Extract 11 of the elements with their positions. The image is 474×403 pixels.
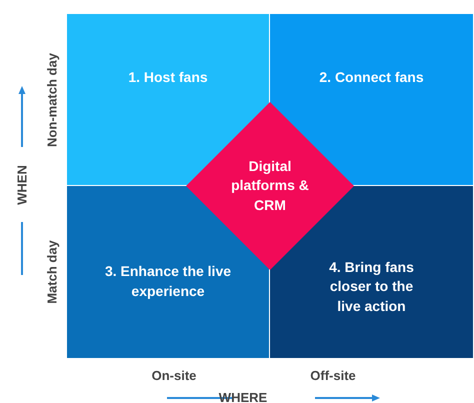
axis-label: On-site xyxy=(152,368,196,383)
axis-label: Match day xyxy=(44,240,60,304)
axis-title: WHERE xyxy=(218,390,268,403)
quadrant-title: 3. Enhance the live experience xyxy=(104,262,232,301)
quadrant-title: Digital platforms & CRM xyxy=(230,156,310,215)
quadrant-title: 1. Host fans xyxy=(127,68,209,87)
quadrant-title: 2. Connect fans xyxy=(318,68,425,87)
axis-label: Non-match day xyxy=(44,53,60,147)
axis-label: Off-site xyxy=(310,368,356,383)
quadrant-title: 4. Bring fans closer to the live action xyxy=(328,258,415,316)
axis-title: WHEN xyxy=(14,165,30,205)
